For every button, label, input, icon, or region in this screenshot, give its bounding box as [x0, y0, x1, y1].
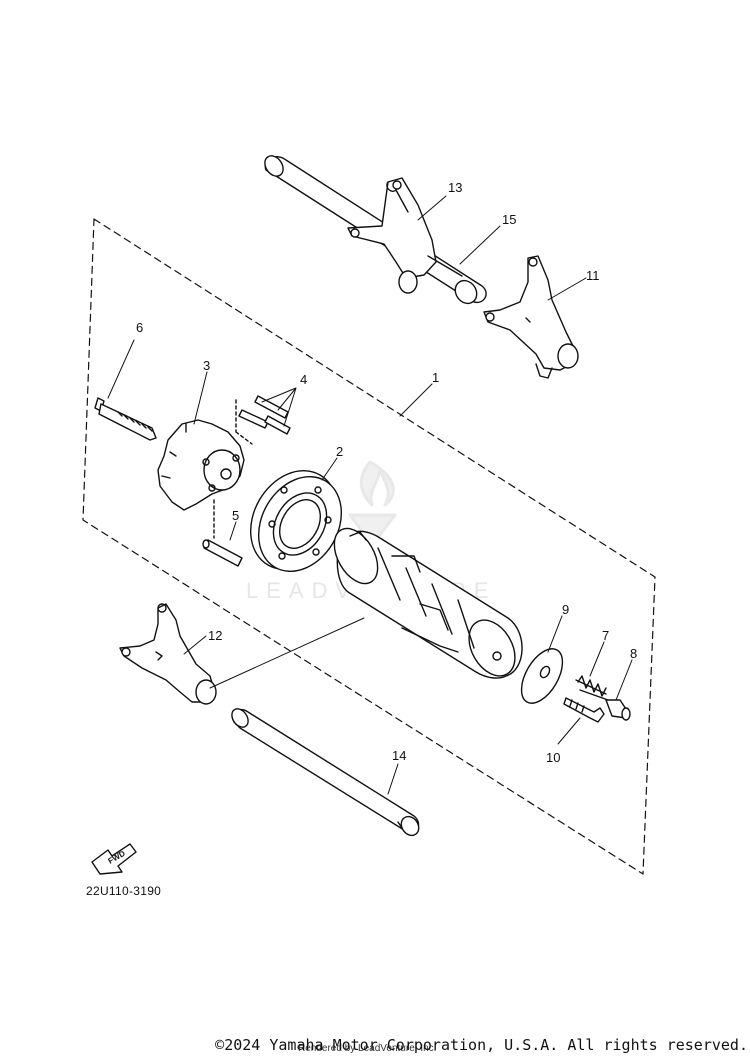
callout-7: 7 — [602, 628, 609, 643]
dowel-pins-4 — [235, 395, 291, 445]
assembly-outline-dashed — [82, 218, 656, 875]
callout-labels: 1 2 3 4 5 6 7 8 9 10 11 12 13 14 15 — [136, 180, 637, 765]
pin-5 — [202, 499, 243, 567]
drawing-code: 22U110-3190 — [86, 884, 162, 898]
callout-15: 15 — [502, 212, 516, 227]
fwd-arrow-icon: FWD — [91, 843, 137, 875]
watermark-logo — [348, 460, 397, 547]
callout-3: 3 — [203, 358, 210, 373]
copyright-text: ©2024 Yamaha Motor Corporation, U.S.A. A… — [215, 1036, 748, 1054]
callout-4: 4 — [300, 372, 307, 387]
shift-fork-13-and-bar-15 — [264, 155, 487, 305]
callout-10: 10 — [546, 750, 560, 765]
shift-fork-11 — [483, 255, 579, 379]
callout-9: 9 — [562, 602, 569, 617]
shift-fork-12 — [119, 603, 365, 705]
bearing-2 — [249, 470, 343, 572]
callout-1: 1 — [432, 370, 439, 385]
callout-8: 8 — [630, 646, 637, 661]
callout-6: 6 — [136, 320, 143, 335]
stopper-plate-9 — [520, 648, 564, 704]
callout-5: 5 — [232, 508, 239, 523]
segment-3 — [157, 419, 245, 511]
callout-14: 14 — [392, 748, 406, 763]
guide-bar-14 — [231, 708, 420, 837]
stopper-8 — [605, 699, 631, 721]
callout-12: 12 — [208, 628, 222, 643]
spring-7 — [575, 675, 609, 701]
bolt-6 — [94, 397, 157, 441]
callout-11: 11 — [586, 268, 600, 283]
callout-2: 2 — [336, 444, 343, 459]
leader-lines — [107, 195, 633, 795]
screw-10 — [563, 697, 605, 723]
shift-drum — [333, 527, 523, 679]
callout-13: 13 — [448, 180, 462, 195]
rendered-by-text: Rendered by LeadVenture, Inc. — [298, 1043, 437, 1054]
